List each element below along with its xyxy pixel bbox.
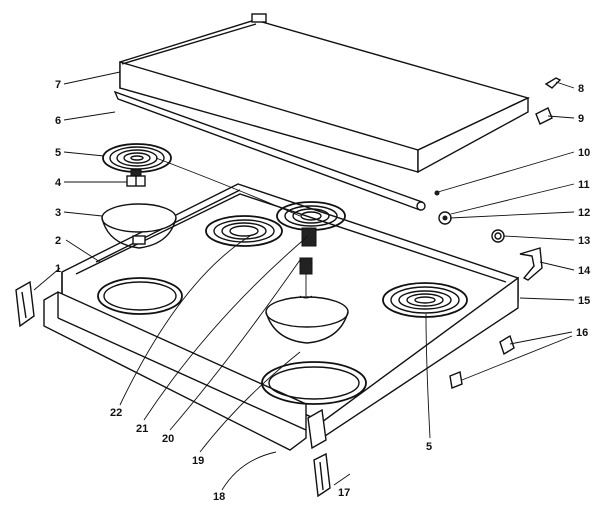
callout-5-top: 5 [55, 147, 61, 159]
callout-1: 1 [55, 263, 61, 275]
callout-11: 11 [578, 179, 590, 191]
callout-15: 15 [578, 295, 590, 307]
callout-22: 22 [110, 407, 122, 419]
burner-element-5 [102, 143, 172, 179]
callout-12: 12 [578, 207, 590, 219]
callout-18: 18 [213, 491, 225, 503]
corner-bracket-right [307, 408, 327, 450]
callout-10: 10 [578, 147, 590, 159]
nut-13 [491, 229, 505, 243]
callout-17: 17 [338, 487, 350, 499]
callout-16: 16 [576, 327, 588, 339]
burner-opening-left-front [261, 361, 367, 405]
callout-6: 6 [55, 115, 61, 127]
hardware-screw-8 [544, 77, 562, 89]
burner-opening-center-rear [205, 215, 283, 247]
burner-element-right [382, 282, 468, 318]
leader-lines [33, 71, 575, 491]
callout-19: 19 [192, 455, 204, 467]
callout-13: 13 [578, 235, 590, 247]
burner-opening-left-rear [97, 277, 183, 315]
drip-pan-3 [101, 203, 177, 249]
callout-7: 7 [55, 79, 61, 91]
callout-3: 3 [55, 207, 61, 219]
end-cap-1 [15, 280, 35, 328]
hinge-rod [113, 90, 426, 211]
knob-11 [438, 211, 452, 225]
drip-pan-19 [265, 257, 349, 344]
clip-16a [499, 334, 515, 356]
callout-14: 14 [578, 265, 591, 277]
burner-element-center [276, 201, 346, 247]
front-trim [43, 291, 307, 451]
callout-20: 20 [162, 433, 174, 445]
callout-labels: 1 2 3 4 5 6 7 8 9 10 11 12 13 14 15 16 1… [55, 79, 591, 503]
callout-5-bottom: 5 [426, 441, 432, 453]
hinge-clip-9 [535, 107, 553, 125]
top-cover-panel [119, 13, 530, 174]
callout-9: 9 [578, 113, 584, 125]
callout-2: 2 [55, 235, 61, 247]
callout-4: 4 [55, 177, 62, 189]
callout-8: 8 [578, 83, 584, 95]
bracket-14 [519, 247, 543, 281]
clip-16b [449, 371, 463, 389]
terminal-block-4 [126, 175, 146, 187]
end-cap-17 [313, 452, 331, 498]
callout-21: 21 [136, 423, 148, 435]
